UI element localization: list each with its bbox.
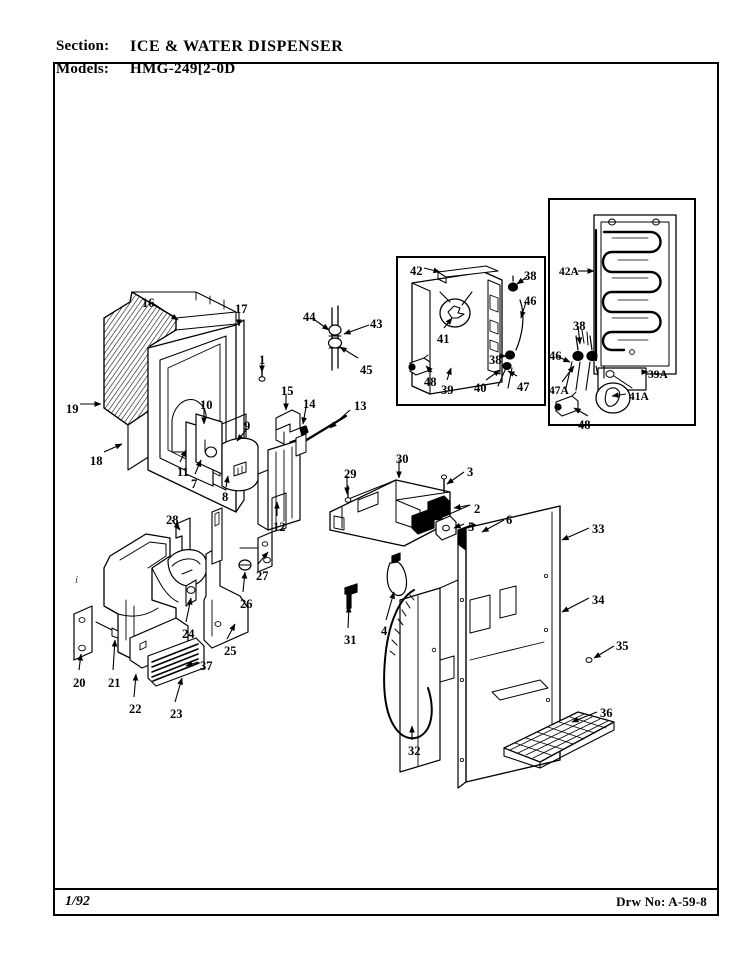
callout-number-26: 26: [240, 597, 253, 611]
callout-number-2: 2: [474, 502, 481, 516]
callout-number-25: 25: [224, 644, 237, 658]
callout-number-39A: 39A: [648, 369, 668, 381]
inset-box-right: [548, 198, 696, 426]
callout-number-48: 48: [424, 375, 437, 389]
models-value: HMG-249[2-0D: [130, 61, 236, 77]
callout-number-44: 44: [303, 310, 316, 324]
section-title: ICE & WATER DISPENSER: [130, 38, 344, 55]
callout-number-18: 18: [90, 454, 103, 468]
callout-number-23: 23: [170, 707, 183, 721]
callout-number-42A: 42A: [559, 266, 579, 278]
callout-number-38: 38: [524, 269, 537, 283]
callout-number-32: 32: [408, 744, 421, 758]
drawing-frame: [53, 62, 719, 916]
callout-number-42: 42: [410, 264, 423, 278]
callout-number-47: 47: [517, 380, 530, 394]
callout-number-8: 8: [222, 490, 229, 504]
callout-number-20: 20: [73, 676, 86, 690]
callout-number-16: 16: [142, 296, 155, 310]
callout-number-43: 43: [370, 317, 383, 331]
callout-number-38: 38: [489, 353, 502, 367]
callout-number-33: 33: [592, 522, 605, 536]
page-header: Section: ICE & WATER DISPENSER Models: H…: [56, 38, 676, 86]
callout-number-11: 11: [177, 465, 189, 479]
callout-number-39: 39: [441, 383, 454, 397]
callout-number-21: 21: [108, 676, 121, 690]
callout-number-28: 28: [166, 513, 179, 527]
callout-number-12: 12: [273, 520, 286, 534]
callout-number-31: 31: [344, 633, 357, 647]
scan-artifact-mark: i: [75, 574, 79, 586]
callout-number-15: 15: [281, 384, 294, 398]
callout-number-10: 10: [200, 398, 213, 412]
callout-number-40: 40: [474, 381, 487, 395]
callout-number-13: 13: [354, 399, 367, 413]
callout-number-35: 35: [616, 639, 629, 653]
callout-number-27: 27: [256, 569, 269, 583]
models-label: Models:: [56, 61, 110, 77]
callout-number-19: 19: [66, 402, 79, 416]
callout-number-46: 46: [549, 349, 562, 363]
callout-number-37: 37: [200, 659, 213, 673]
callout-number-34: 34: [592, 593, 605, 607]
callout-number-30: 30: [396, 452, 409, 466]
callout-number-41: 41: [437, 332, 450, 346]
page-footer: 1/92 Drw No: A-59-8: [53, 888, 719, 916]
callout-number-46: 46: [524, 294, 537, 308]
callout-number-6: 6: [506, 513, 513, 527]
callout-number-9: 9: [244, 419, 251, 433]
callout-number-22: 22: [129, 702, 142, 716]
callout-number-4: 4: [381, 624, 388, 638]
inset-box-left: [396, 256, 546, 406]
callout-number-1: 1: [259, 353, 266, 367]
footer-drawing-no: Drw No: A-59-8: [616, 894, 707, 909]
callout-number-38: 38: [573, 319, 586, 333]
callout-number-24: 24: [182, 627, 195, 641]
callout-number-48: 48: [578, 418, 591, 432]
footer-date: 1/92: [65, 894, 90, 909]
callout-number-29: 29: [344, 467, 357, 481]
callout-number-14: 14: [303, 397, 316, 411]
callout-number-3: 3: [467, 465, 474, 479]
callout-number-17: 17: [235, 302, 248, 316]
callout-number-5: 5: [468, 520, 475, 534]
callout-number-36: 36: [600, 706, 613, 720]
callout-number-47A: 47A: [549, 385, 569, 397]
callout-number-41A: 41A: [629, 391, 649, 403]
callout-number-45: 45: [360, 363, 373, 377]
section-label: Section:: [56, 38, 110, 54]
callout-number-7: 7: [191, 477, 198, 491]
